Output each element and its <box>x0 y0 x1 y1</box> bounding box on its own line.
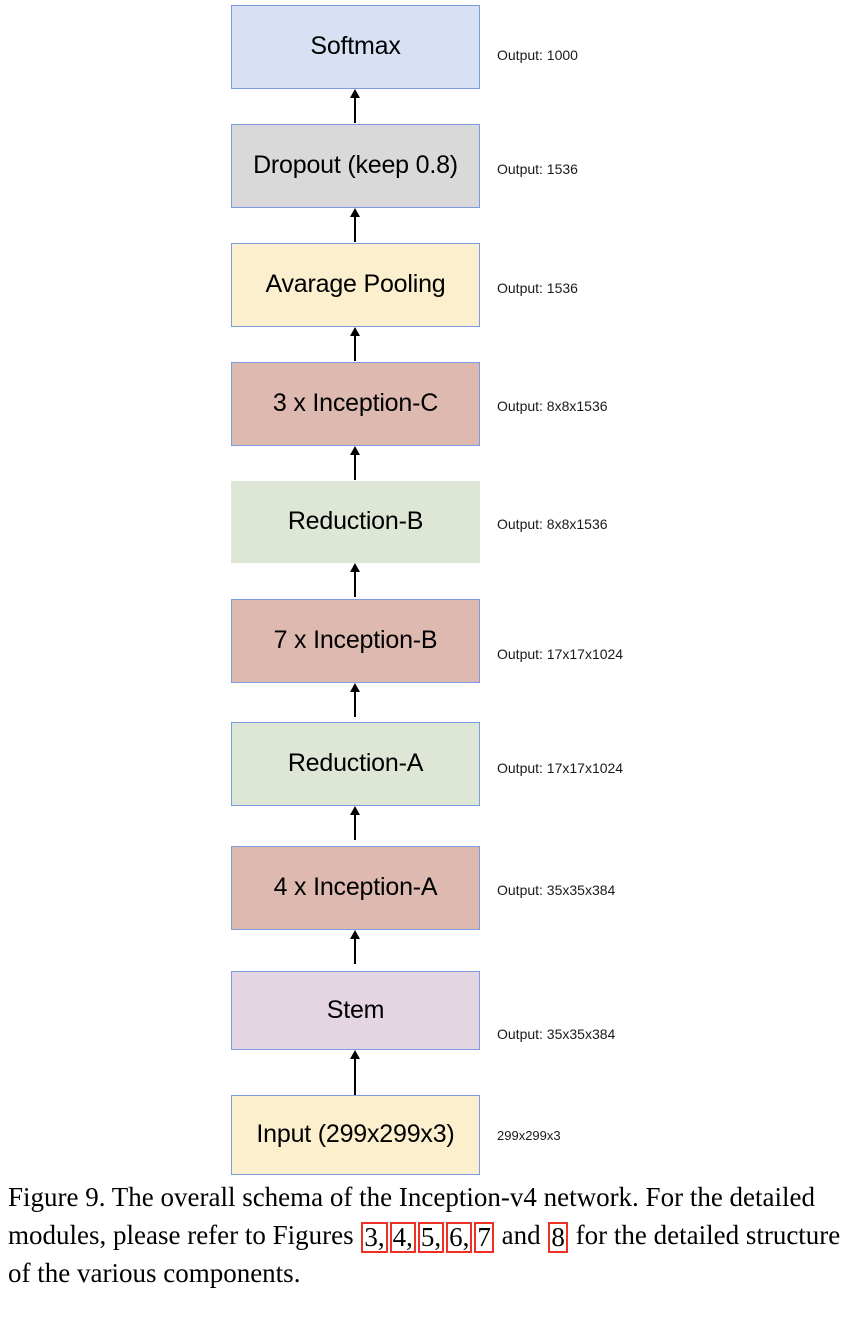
figure-ref-link-7[interactable]: 7 <box>474 1222 494 1253</box>
caption-conjunction: and <box>494 1220 548 1250</box>
arrow-head-to-softmax <box>350 89 360 98</box>
block-label: 4 x Inception-A <box>273 873 438 902</box>
arrow-head-to-average-pooling <box>350 327 360 336</box>
block-softmax[interactable]: Softmax <box>231 5 480 89</box>
output-label-average-pooling: Output: 1536 <box>497 280 578 296</box>
block-label: Avarage Pooling <box>265 270 446 299</box>
output-label-softmax: Output: 1000 <box>497 47 578 63</box>
output-label-dropout: Output: 1536 <box>497 161 578 177</box>
connector-dropout-to-softmax <box>354 94 356 123</box>
block-label: Reduction-A <box>287 749 424 778</box>
connector-avgpool-to-dropout <box>354 213 356 242</box>
connector-inceptiona-to-reductiona <box>354 811 356 840</box>
caption-text-part1: Figure 9. The overall schema of the Ince… <box>8 1182 816 1250</box>
connector-input-to-stem <box>354 1055 356 1095</box>
figure-caption: Figure 9. The overall schema of the Ince… <box>8 1178 844 1292</box>
block-label: Input (299x299x3) <box>256 1120 455 1149</box>
block-input[interactable]: Input (299x299x3) <box>231 1095 480 1175</box>
block-reduction-a[interactable]: Reduction-A <box>231 722 480 806</box>
arrow-head-to-inception-a <box>350 930 360 939</box>
block-label: Softmax <box>310 32 401 61</box>
output-label-inception-a: Output: 35x35x384 <box>497 882 616 898</box>
block-dropout[interactable]: Dropout (keep 0.8) <box>231 124 480 208</box>
figure-ref-link-4[interactable]: 4, <box>389 1222 416 1253</box>
figure-ref-link-6[interactable]: 6, <box>446 1222 473 1253</box>
output-label-inception-c: Output: 8x8x1536 <box>497 398 608 414</box>
output-label-reduction-b: Output: 8x8x1536 <box>497 516 608 532</box>
connector-inceptionb-to-reductionb <box>354 568 356 597</box>
figure-ref-link-3[interactable]: 3, <box>361 1222 388 1253</box>
arrow-head-to-reduction-a <box>350 806 360 815</box>
output-label-input: 299x299x3 <box>497 1128 561 1143</box>
output-label-inception-b: Output: 17x17x1024 <box>497 646 624 662</box>
arrow-head-to-dropout <box>350 208 360 217</box>
block-label: Dropout (keep 0.8) <box>253 151 458 180</box>
block-label: Stem <box>326 995 385 1024</box>
connector-reductiona-to-inceptionb <box>354 688 356 717</box>
inception-v4-schema-figure: Softmax Output: 1000 Dropout (keep 0.8) … <box>231 5 624 1175</box>
connector-reductionb-to-inceptionc <box>354 451 356 480</box>
figure-ref-link-8[interactable]: 8 <box>548 1222 568 1253</box>
block-average-pooling[interactable]: Avarage Pooling <box>231 243 480 327</box>
block-label: 7 x Inception-B <box>273 626 438 655</box>
output-label-reduction-a: Output: 17x17x1024 <box>497 760 624 776</box>
block-reduction-b[interactable]: Reduction-B <box>231 481 480 563</box>
connector-inceptionc-to-avgpool <box>354 332 356 361</box>
block-inception-b[interactable]: 7 x Inception-B <box>231 599 480 683</box>
block-label: Reduction-B <box>287 507 424 536</box>
arrow-head-to-inception-b <box>350 683 360 692</box>
connector-stem-to-inceptiona <box>354 935 356 964</box>
block-stem[interactable]: Stem <box>231 971 480 1050</box>
arrow-head-to-stem <box>350 1050 360 1059</box>
output-label-stem: Output: 35x35x384 <box>497 1026 616 1042</box>
caption-text-part2: for the detailed structure of the variou… <box>8 1220 841 1288</box>
arrow-head-to-inception-c <box>350 446 360 455</box>
block-inception-c[interactable]: 3 x Inception-C <box>231 362 480 446</box>
arrow-head-to-reduction-b <box>350 563 360 572</box>
block-inception-a[interactable]: 4 x Inception-A <box>231 846 480 930</box>
figure-ref-link-5[interactable]: 5, <box>417 1222 445 1253</box>
block-label: 3 x Inception-C <box>272 389 439 418</box>
